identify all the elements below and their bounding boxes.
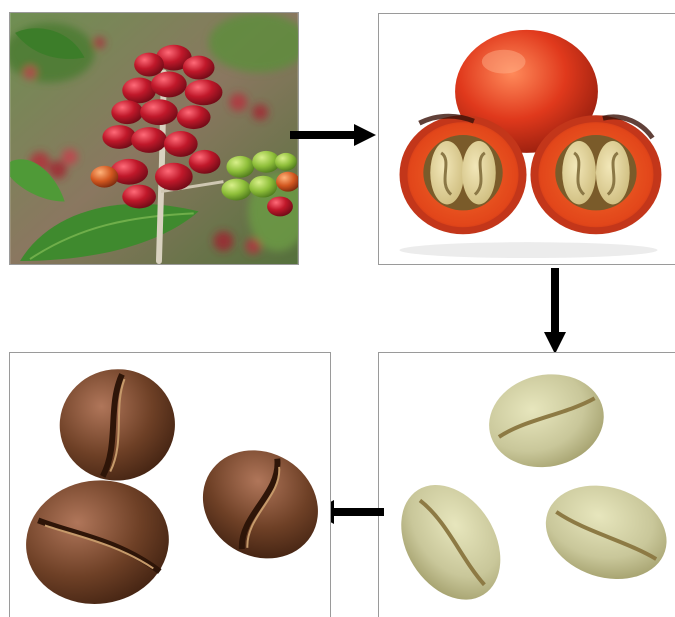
green-coffee-bean-icon: [379, 353, 675, 617]
arrow-down-icon: [544, 268, 566, 354]
roasted-coffee-bean-icon: [10, 353, 330, 617]
green-coffee-bean-panel: [378, 352, 675, 617]
coffee-cherry-branch-icon: [10, 13, 298, 264]
arrow-down: [544, 268, 566, 354]
cut-coffee-cherry-panel: [378, 13, 675, 265]
arrow-right-icon: [290, 124, 376, 146]
coffee-cherry-branch-panel: [9, 12, 299, 265]
cut-coffee-cherry-icon: [379, 14, 675, 264]
arrow-right: [290, 124, 376, 146]
roasted-coffee-bean-panel: [9, 352, 331, 617]
